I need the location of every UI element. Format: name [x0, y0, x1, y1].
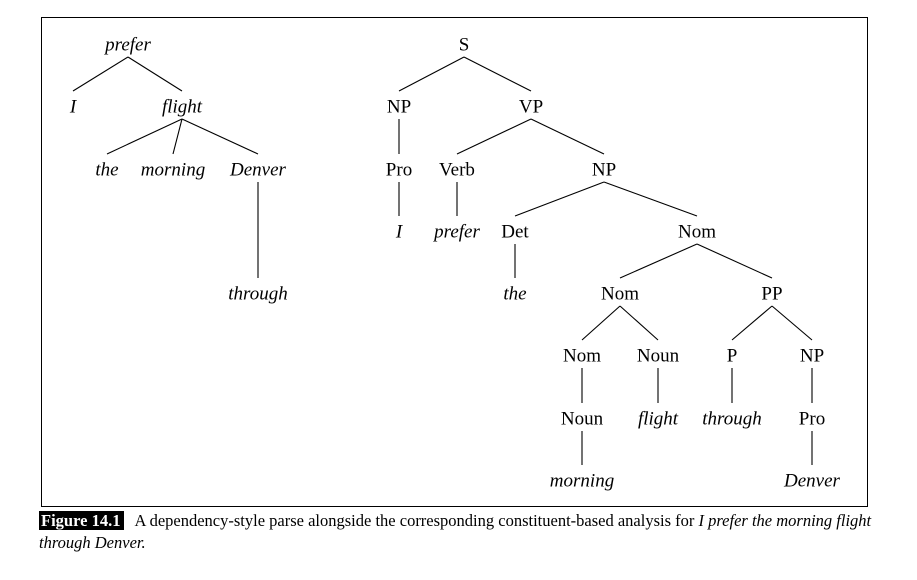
con-node-p: P	[727, 346, 738, 367]
con-node-pp: PP	[761, 284, 782, 305]
con-node-prefer: prefer	[432, 222, 480, 243]
con-edge-s-np1	[398, 56, 465, 92]
con-edge-nom1-pp	[696, 243, 773, 279]
con-node-np3: NP	[800, 346, 824, 367]
con-node-np2: NP	[592, 160, 616, 181]
con-node-nom3: Nom	[563, 346, 601, 367]
dep-node-i: I	[69, 97, 78, 118]
dep-edge-prefer-i	[72, 56, 129, 92]
dep-node-the: the	[95, 160, 118, 181]
figure-caption: Figure 14.1 A dependency-style parse alon…	[39, 510, 879, 554]
figure-label: Figure 14.1	[39, 511, 125, 530]
con-node-noun1: Noun	[561, 409, 604, 430]
con-node-denver: Denver	[783, 471, 841, 492]
con-edge-pp-p	[731, 305, 773, 341]
dep-node-denver: Denver	[229, 160, 287, 181]
con-edge-nom2-nom3	[581, 305, 621, 341]
caption-sentence: I prefer the morning flight through Denv…	[39, 511, 872, 552]
dep-edge-flight-morning	[172, 118, 183, 155]
con-edge-vp-verb	[456, 118, 532, 155]
dep-edge-prefer-flight	[127, 56, 183, 92]
con-node-flight: flight	[638, 409, 679, 430]
con-edge-pp-np3	[771, 305, 813, 341]
dep-edge-flight-the	[106, 118, 183, 155]
caption-text: A dependency-style parse alongside the c…	[134, 511, 695, 530]
con-edge-np2-nom1	[603, 181, 698, 217]
con-node-morning: morning	[550, 471, 614, 492]
figure-frame	[41, 17, 868, 507]
con-node-verb: Verb	[439, 160, 475, 181]
dep-node-through: through	[228, 284, 287, 305]
con-edge-np2-det	[514, 181, 605, 217]
con-node-pro1: Pro	[386, 160, 412, 181]
con-edge-s-vp	[463, 56, 532, 92]
con-node-through: through	[702, 409, 761, 430]
dep-node-morning: morning	[141, 160, 205, 181]
con-node-the: the	[503, 284, 526, 305]
dep-node-prefer: prefer	[103, 35, 151, 56]
con-edge-nom2-noun2	[619, 305, 659, 341]
con-node-np1: NP	[387, 97, 411, 118]
con-edge-nom1-nom2	[619, 243, 698, 279]
dep-edge-flight-denver	[181, 118, 259, 155]
con-node-noun2: Noun	[637, 346, 680, 367]
con-node-i: I	[395, 222, 404, 243]
con-node-det: Det	[501, 222, 529, 243]
con-node-s: S	[459, 35, 470, 56]
con-node-nom1: Nom	[678, 222, 716, 243]
con-node-vp: VP	[519, 97, 543, 118]
con-edge-vp-np2	[530, 118, 605, 155]
con-node-pro2: Pro	[799, 409, 825, 430]
dep-node-flight: flight	[162, 97, 203, 118]
con-node-nom2: Nom	[601, 284, 639, 305]
